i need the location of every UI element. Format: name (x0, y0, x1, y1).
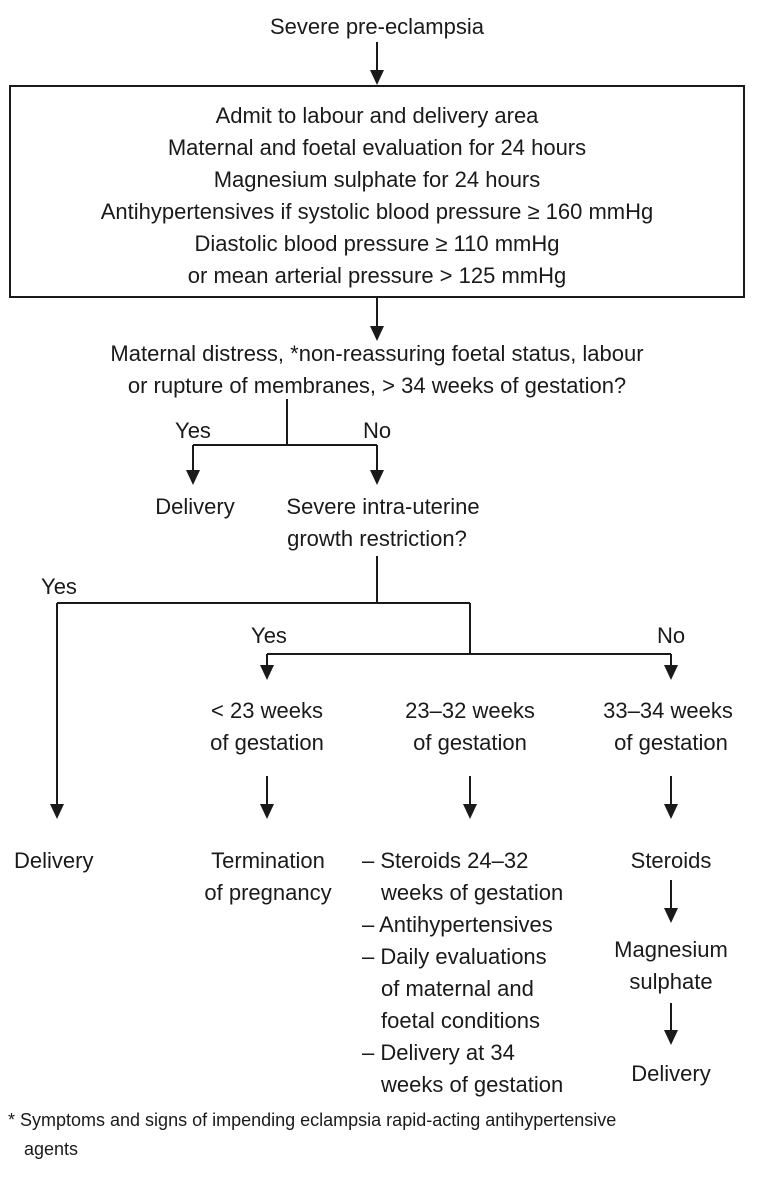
arrowhead (370, 70, 384, 85)
admission-line-4: Antihypertensives if systolic blood pres… (101, 199, 654, 224)
admission-line-1: Admit to labour and delivery area (216, 103, 540, 128)
question2-line-1: Severe intra-uterine (286, 494, 479, 519)
q2-yes-label: Yes (41, 574, 77, 599)
arrowhead (186, 470, 200, 485)
outcome-23-32-line-2: weeks of gestation (380, 880, 563, 905)
arrowhead (664, 804, 678, 819)
gestation-33-34-line-1: 33–34 weeks (603, 698, 733, 723)
arrowhead (260, 804, 274, 819)
admission-line-2: Maternal and foetal evaluation for 24 ho… (168, 135, 586, 160)
admission-box (9, 85, 745, 298)
gestation-23-32-line-1: 23–32 weeks (405, 698, 535, 723)
arrowhead (664, 908, 678, 923)
arrowhead (664, 1030, 678, 1045)
outcome-33-34-magnesium-line-1: Magnesium (614, 937, 728, 962)
question2-line-2: growth restriction? (287, 526, 467, 551)
footnote-line-1: * Symptoms and signs of impending eclamp… (8, 1110, 616, 1130)
arrowhead (370, 470, 384, 485)
gestation-lt23-line-2: of gestation (210, 730, 324, 755)
arrowhead (463, 804, 477, 819)
arrowhead (370, 326, 384, 341)
outcome-23-32-line-7: – Delivery at 34 (362, 1040, 515, 1065)
outcome-23-32-line-4: – Daily evaluations (362, 944, 547, 969)
gestation-33-34-line-2: of gestation (614, 730, 728, 755)
outcome-lt23-line-1: Termination (211, 848, 325, 873)
outcome-33-34-delivery: Delivery (631, 1061, 710, 1086)
admission-line-5: Diastolic blood pressure ≥ 110 mmHg (194, 231, 559, 256)
gestation-23-32-line-2: of gestation (413, 730, 527, 755)
outcome-23-32-line-1: – Steroids 24–32 (362, 848, 528, 873)
q1-no-label: No (363, 418, 391, 443)
arrowhead (664, 665, 678, 680)
footnote-line-2: agents (24, 1139, 78, 1159)
admission-line-3: Magnesium sulphate for 24 hours (214, 167, 541, 192)
admission-line-6: or mean arterial pressure > 125 mmHg (188, 263, 566, 288)
arrowhead (260, 665, 274, 680)
question1-line-1: Maternal distress, *non-reassuring foeta… (110, 341, 643, 366)
outcome-33-34-steroids: Steroids (631, 848, 712, 873)
outcome-23-32-line-8: weeks of gestation (380, 1072, 563, 1097)
start-label: Severe pre-eclampsia (270, 14, 485, 39)
arrowhead (50, 804, 64, 819)
gestation-lt23-line-1: < 23 weeks (211, 698, 323, 723)
question1-line-2: or rupture of membranes, > 34 weeks of g… (128, 373, 626, 398)
outcome-lt23-line-2: of pregnancy (204, 880, 331, 905)
q2-no-no-label: No (657, 623, 685, 648)
outcome-23-32-line-6: foetal conditions (381, 1008, 540, 1033)
outcome-23-32-line-5: of maternal and (381, 976, 534, 1001)
q1-yes-label: Yes (175, 418, 211, 443)
q1-yes-outcome: Delivery (155, 494, 234, 519)
outcome-23-32-line-3: – Antihypertensives (362, 912, 553, 937)
q2-yes-outcome: Delivery (14, 848, 93, 873)
outcome-33-34-magnesium-line-2: sulphate (629, 969, 712, 994)
q2-no-yes-label: Yes (251, 623, 287, 648)
